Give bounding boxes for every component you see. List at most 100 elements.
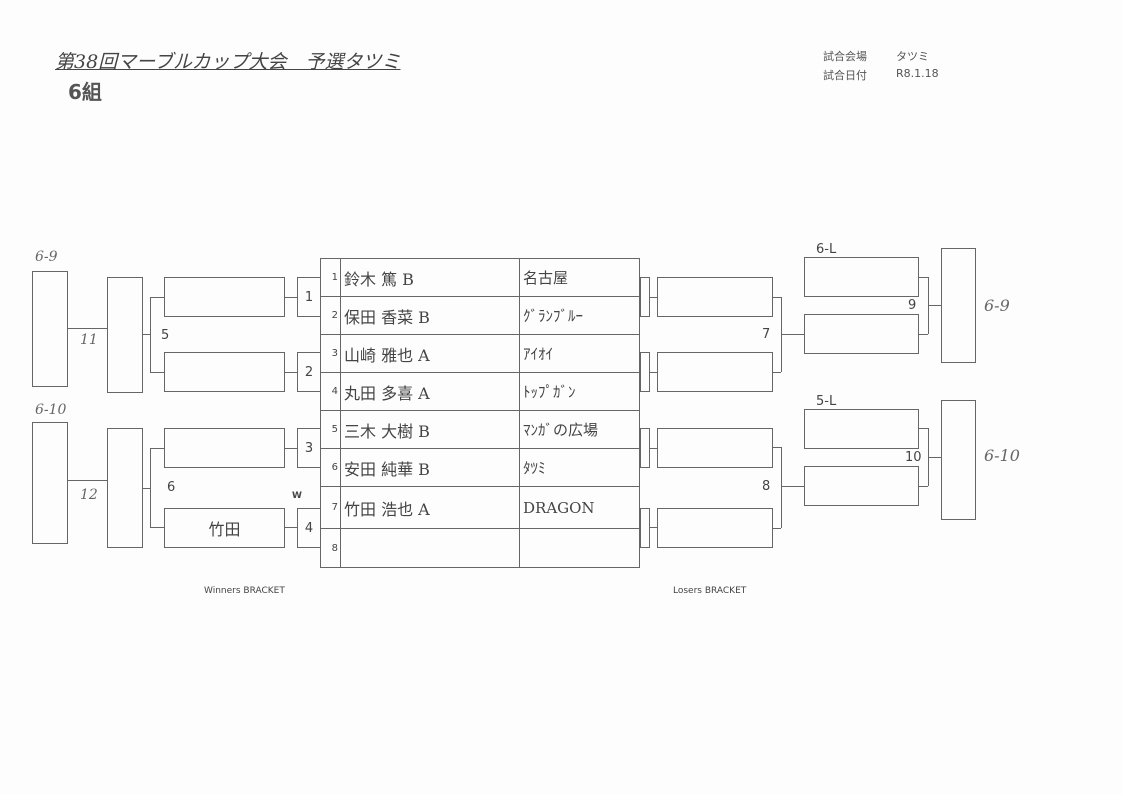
player-name: 三木 大樹 B <box>341 411 520 448</box>
loser-slot <box>804 409 919 449</box>
seed: 3 <box>321 335 341 372</box>
loser-final-slot <box>941 400 976 520</box>
bracket-line <box>67 328 107 329</box>
bracket-line <box>142 334 150 335</box>
loser-slot <box>657 508 773 548</box>
player-name: 安田 純華 B <box>341 449 520 486</box>
seed: 8 <box>321 529 341 567</box>
bracket-line <box>772 372 781 373</box>
team-name: 名古屋 <box>523 269 569 287</box>
match-3: 3 <box>297 428 321 468</box>
bracket-line <box>150 448 151 527</box>
bracket-line <box>150 448 164 449</box>
seed: 6 <box>321 449 341 486</box>
team-name: ﾏﾝｶﾞの広場 <box>523 421 599 439</box>
semifinal-slot <box>107 428 143 548</box>
bracket-line <box>649 372 657 373</box>
bracket-line <box>918 486 928 487</box>
venue-value: タツミ <box>896 50 929 63</box>
bracket-line <box>150 297 151 372</box>
bracket-line <box>142 488 150 489</box>
loser-slot <box>804 466 919 506</box>
winners-bracket-label: Winners BRACKET <box>204 586 285 596</box>
bracket-line <box>649 448 657 449</box>
winner-slot <box>164 428 285 468</box>
match-5: 5 <box>161 328 170 343</box>
player-name: 鈴木 篤 B <box>341 259 520 296</box>
seed: 5 <box>321 411 341 448</box>
loser-slot <box>657 428 773 468</box>
seed: 4 <box>321 373 341 410</box>
page-title: 第38回マーブルカップ大会 予選タツミ <box>55 51 401 73</box>
losers-bracket-label: Losers BRACKET <box>673 586 747 596</box>
bracket-line <box>781 447 782 528</box>
loser-slot <box>804 257 919 297</box>
team-name <box>520 529 639 567</box>
walkover-mark: W <box>292 491 302 501</box>
player-name: 竹田 浩也 A <box>341 487 520 528</box>
bracket-line <box>928 305 941 306</box>
bracket-line <box>284 372 297 373</box>
match-7: 7 <box>762 327 771 342</box>
date-label: 試合日付 <box>823 69 867 82</box>
bracket-line <box>772 297 781 298</box>
bracket-line <box>918 334 928 335</box>
bracket-line <box>640 508 650 548</box>
winner-slot <box>164 277 285 317</box>
match-6: 6 <box>167 480 176 495</box>
venue-label: 試合会場 <box>823 50 867 63</box>
team-name: ｸﾞﾗﾝﾌﾞﾙｰ <box>523 307 584 325</box>
bracket-line <box>772 528 781 529</box>
team-name: DRAGON <box>523 498 595 517</box>
player-name: 丸田 多喜 A <box>341 373 520 410</box>
match-1: 1 <box>297 277 321 317</box>
match-11-note: 11 <box>80 332 98 348</box>
advance-note: 6-9 <box>35 249 58 265</box>
seed: 1 <box>321 259 341 296</box>
seed-5-l: 5-L <box>816 394 837 409</box>
advance-note: 6-10 <box>35 402 67 418</box>
loser-slot <box>657 352 773 392</box>
match-10: 10 <box>905 450 922 465</box>
semifinal-slot <box>107 277 143 393</box>
match-4: 4 <box>297 508 321 548</box>
bracket-line <box>284 527 297 528</box>
winner-slot <box>164 352 285 392</box>
loser-slot <box>657 277 773 317</box>
bracket-line <box>928 457 941 458</box>
bracket-line <box>150 372 164 373</box>
bracket-line <box>918 277 928 278</box>
loser-final-slot <box>941 248 976 363</box>
advance-note: 6-10 <box>984 446 1020 465</box>
date-value: R8.1.18 <box>896 67 939 80</box>
bracket-line <box>649 527 657 528</box>
bracket-line <box>150 297 164 298</box>
team-name: ﾀﾂﾐ <box>523 459 546 477</box>
bracket-line <box>918 428 928 429</box>
winner-slot: 竹田 <box>164 508 285 548</box>
seed: 2 <box>321 297 341 334</box>
match-12-note: 12 <box>80 487 98 503</box>
advance-note: 6-9 <box>984 296 1010 315</box>
bracket-line <box>781 486 804 487</box>
match-8: 8 <box>762 479 771 494</box>
match-9: 9 <box>908 298 917 313</box>
team-name: ｱｲｵｲ <box>523 345 554 363</box>
final-slot <box>32 422 68 544</box>
bracket-line <box>284 448 297 449</box>
bracket-line <box>649 297 657 298</box>
entry-row: 8 <box>321 529 639 567</box>
player-name <box>341 529 520 567</box>
bracket-line <box>781 334 804 335</box>
bracket-line <box>67 480 107 481</box>
player-name: 山崎 雅也 A <box>341 335 520 372</box>
